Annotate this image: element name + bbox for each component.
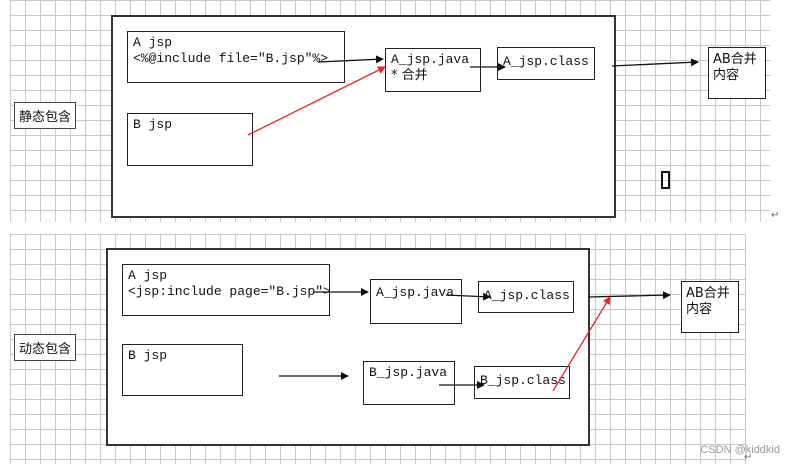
- static-result-line2: 内容: [713, 68, 740, 83]
- dynamic-b-java-box: B_jsp.java: [363, 361, 455, 405]
- static-include-label: 静态包含: [14, 102, 77, 129]
- arrow-static-a-to-java: [317, 55, 384, 64]
- static-result-box: AB合并 内容: [708, 47, 766, 99]
- dynamic-result-line2: 内容: [686, 302, 713, 317]
- dynamic-b-jsp-box: B jsp: [122, 344, 243, 396]
- arrow-dynamic-bclass-to-result-red: [552, 296, 611, 392]
- dynamic-a-jsp-title: A jsp: [128, 268, 168, 283]
- dynamic-return-mark: ↵: [744, 452, 753, 463]
- dynamic-b-java-title: B_jsp.java: [369, 365, 448, 380]
- static-a-class-title: A_jsp.class: [503, 54, 589, 69]
- dynamic-b-class-title: B_jsp.class: [480, 373, 566, 388]
- dynamic-b-class-box: B_jsp.class: [474, 366, 570, 399]
- text-cursor: [661, 171, 670, 189]
- csdn-watermark: CSDN @kiddkid: [700, 444, 780, 456]
- dynamic-a-class-title: A_jsp.class: [484, 288, 570, 303]
- static-a-java-box: A_jsp.java * 合并: [385, 48, 481, 92]
- static-b-jsp-title: B jsp: [133, 117, 173, 132]
- dynamic-a-jsp-action: <jsp:include page="B.jsp">: [128, 284, 331, 299]
- arrow-static-b-to-java-red: [247, 66, 386, 136]
- static-return-mark: ↵: [771, 210, 780, 221]
- dynamic-a-class-box: A_jsp.class: [478, 281, 574, 313]
- static-b-jsp-box: B jsp: [127, 113, 253, 166]
- static-a-jsp-box: A jsp <%@include file="B.jsp"%>: [127, 31, 345, 83]
- arrow-dynamic-class-to-result: [587, 291, 671, 300]
- static-result-line1: AB合并: [713, 52, 757, 67]
- dynamic-a-java-title: A_jsp.java: [376, 285, 455, 300]
- dynamic-a-java-box: A_jsp.java: [370, 279, 462, 324]
- static-a-jsp-directive: <%@include file="B.jsp"%>: [133, 51, 329, 66]
- static-merge-note: * 合并: [391, 68, 428, 83]
- static-a-class-box: A_jsp.class: [497, 47, 595, 80]
- arrow-dynamic-java-to-class: [445, 292, 491, 301]
- dynamic-b-jsp-title: B jsp: [128, 348, 168, 363]
- dynamic-include-label: 动态包含: [14, 334, 77, 361]
- dynamic-a-jsp-box: A jsp <jsp:include page="B.jsp">: [122, 264, 331, 316]
- static-a-jsp-title: A jsp: [133, 35, 173, 50]
- static-a-java-title: A_jsp.java: [391, 52, 470, 67]
- arrow-static-class-to-result: [611, 58, 699, 67]
- dynamic-result-box: AB合并 内容: [681, 281, 739, 333]
- dynamic-result-line1: AB合并: [686, 286, 730, 301]
